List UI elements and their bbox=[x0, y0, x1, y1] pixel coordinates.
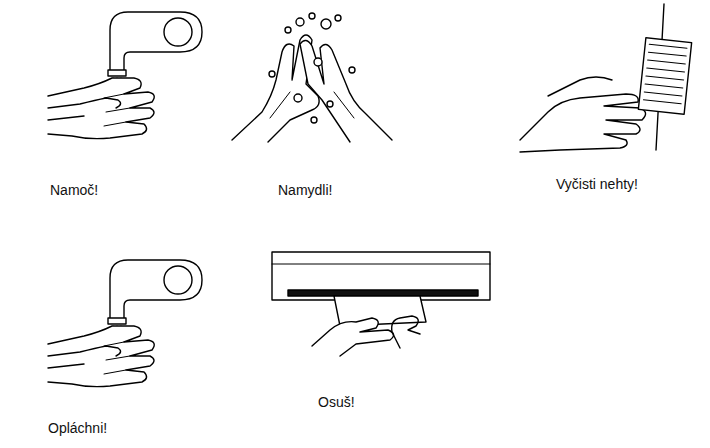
bristle bbox=[643, 100, 681, 104]
dispenser-seam bbox=[272, 264, 490, 265]
soap-bubble bbox=[327, 101, 333, 107]
thumb bbox=[548, 77, 612, 96]
soap-bubble bbox=[321, 19, 331, 29]
bristle bbox=[649, 44, 687, 48]
step-caption: Osuš! bbox=[318, 394, 355, 410]
nail-brush-picture bbox=[520, 4, 692, 152]
rinse-hands-picture bbox=[48, 260, 202, 387]
soap-bubble bbox=[269, 71, 275, 77]
wet-hands-picture bbox=[48, 12, 202, 139]
nail-brush bbox=[638, 38, 691, 114]
drying-picture bbox=[272, 252, 490, 356]
soaping-picture bbox=[232, 13, 392, 142]
step-caption: Namydli! bbox=[278, 182, 332, 198]
left-hand bbox=[312, 318, 394, 356]
towel-slot bbox=[288, 290, 478, 296]
towel-dispenser bbox=[272, 252, 490, 300]
step-caption: Namoč! bbox=[50, 182, 98, 198]
soap-bubble bbox=[314, 58, 322, 66]
soap-bubble bbox=[311, 117, 317, 123]
bristle bbox=[647, 68, 685, 72]
bristle bbox=[648, 52, 686, 56]
soap-bubble bbox=[309, 13, 315, 19]
hand bbox=[520, 94, 646, 152]
soap-bubble bbox=[294, 94, 302, 102]
soap-bubble bbox=[349, 67, 355, 73]
finger-line bbox=[334, 92, 354, 118]
finger-line bbox=[270, 92, 290, 118]
bristle bbox=[645, 84, 683, 88]
soap-bubble bbox=[335, 15, 341, 21]
right-hand bbox=[392, 316, 420, 348]
step-caption: Vyčisti nehty! bbox=[556, 176, 638, 192]
soap-bubble bbox=[285, 27, 291, 33]
bristle bbox=[648, 60, 686, 64]
bristle bbox=[646, 76, 684, 80]
step-caption: Opláchni! bbox=[48, 420, 107, 436]
bristle bbox=[644, 92, 682, 96]
right-hand bbox=[300, 40, 392, 142]
soap-bubble bbox=[296, 18, 304, 26]
